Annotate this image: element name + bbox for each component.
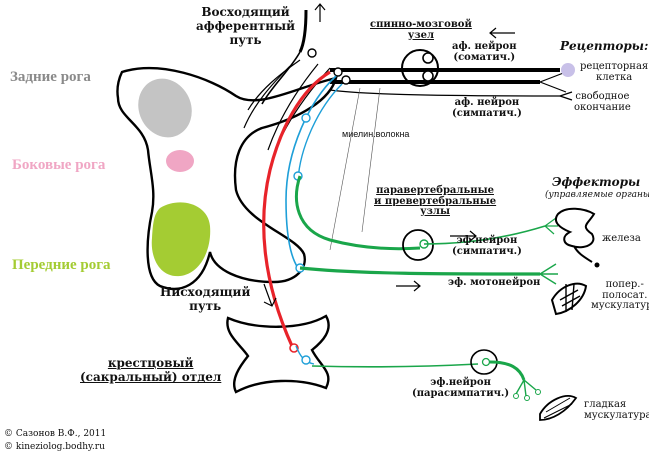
ascending-neuron bbox=[308, 49, 316, 57]
gland-organ bbox=[556, 209, 594, 262]
smooth-muscle-organ bbox=[540, 396, 576, 420]
lateral-horn-label: Боковые рога bbox=[12, 158, 105, 174]
effectors-title: Эффекторы bbox=[552, 176, 640, 189]
ascending-arrow bbox=[315, 4, 325, 22]
afferent-somatic-label: аф. нейрон (соматич.) bbox=[452, 42, 517, 63]
effectors-subtitle: (управляемые органы): bbox=[545, 191, 649, 200]
spinal-ganglion-label: спинно-мозговой узел bbox=[370, 20, 472, 41]
receptor-cell-label: рецепторная клетка bbox=[580, 62, 648, 83]
smooth-muscle-label: гладкая мускулатура bbox=[584, 400, 649, 421]
gland-label: железа bbox=[602, 234, 641, 245]
receptor-arrow bbox=[490, 28, 515, 38]
myelin-fibers-label: миелин.волокна bbox=[342, 130, 409, 139]
ascending-fiber bbox=[300, 10, 306, 52]
ascending-pathway-label: Восходящий афферентный путь bbox=[196, 6, 295, 47]
receptor-cell bbox=[561, 63, 575, 77]
motor-efferent bbox=[300, 268, 540, 274]
sacral-segment-outline bbox=[227, 316, 328, 392]
efferent-motor-label: эф. мотонейрон bbox=[448, 278, 540, 289]
efferent-sympathetic-label: эф.нейрон (симпатич.) bbox=[452, 236, 522, 257]
posterior-horn-label: Задние рога bbox=[10, 70, 91, 86]
sacral-label: крестцовый (сакральный) отдел bbox=[80, 356, 221, 385]
lateral-horn bbox=[166, 150, 194, 172]
striated-muscle-organ bbox=[552, 284, 586, 314]
striated-muscle-label: попер.- полосат. мускулатура bbox=[591, 280, 649, 312]
efferent-parasympathetic-label: эф.нейрон (парасимпатич.) bbox=[412, 378, 509, 399]
ganglia-label: паравертебральные и превертебральные узл… bbox=[374, 186, 496, 218]
afferent-sympathetic-label: аф. нейрон (симпатич.) bbox=[452, 98, 522, 119]
credit-site: © kineziolog.bodhy.ru bbox=[4, 443, 105, 452]
anterior-horn-label: Передние рога bbox=[12, 258, 111, 274]
credit-author: © Сазонов В.Ф., 2011 bbox=[4, 430, 106, 439]
receptors-title: Рецепторы: bbox=[560, 40, 648, 53]
efferent-arrow-motor bbox=[396, 281, 420, 291]
descending-pathway-label: Нисходящий путь bbox=[160, 286, 250, 314]
free-ending-label: свободное окончание bbox=[574, 92, 631, 113]
parasympathetic-efferent bbox=[312, 364, 478, 367]
